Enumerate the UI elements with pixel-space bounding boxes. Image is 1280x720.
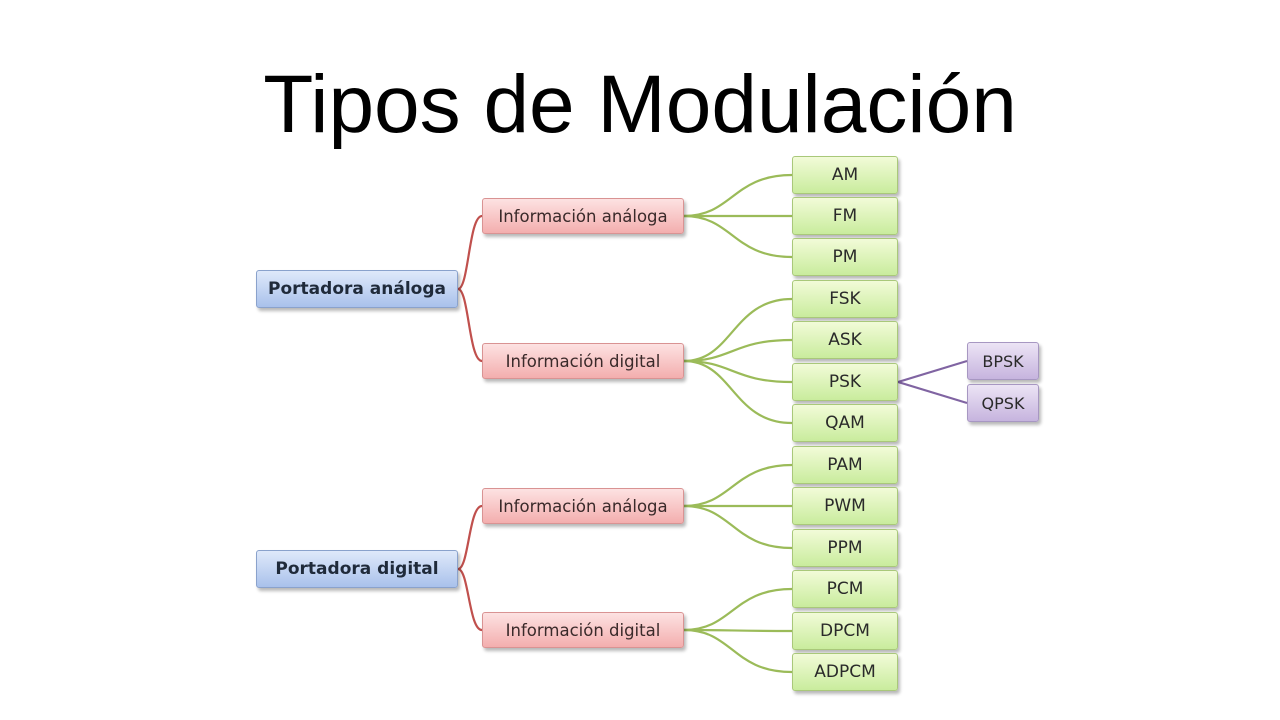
leaf-qpsk: QPSK <box>967 384 1039 422</box>
leaf-bpsk: BPSK <box>967 342 1039 380</box>
connector-psk-to-qpsk <box>897 380 968 405</box>
connector-mid-aa-to-leaf-2 <box>683 214 793 259</box>
node-portadora-digital: Portadora digital <box>256 550 458 588</box>
node-analoga-informacion-digital: Información digital <box>482 343 684 379</box>
connector-root-d-to-mid-dd <box>457 567 483 632</box>
connector-mid-da-to-leaf-9 <box>683 504 793 550</box>
connector-mid-ad-to-leaf-4 <box>683 338 793 363</box>
connector-mid-dd-to-leaf-11 <box>683 628 793 633</box>
connector-mid-dd-to-leaf-10 <box>683 587 793 632</box>
node-analoga-informacion-analoga: Información análoga <box>482 198 684 234</box>
leaf-psk: PSK <box>792 363 898 401</box>
connector-mid-dd-to-leaf-12 <box>683 628 793 674</box>
leaf-pm: PM <box>792 238 898 276</box>
leaf-pcm: PCM <box>792 570 898 608</box>
connector-psk-to-bpsk <box>897 359 968 384</box>
slide-title: Tipos de Modulación <box>263 59 1017 150</box>
leaf-ppm: PPM <box>792 529 898 567</box>
leaf-dpcm: DPCM <box>792 612 898 650</box>
connector-mid-da-to-leaf-7 <box>683 463 793 508</box>
leaf-fsk: FSK <box>792 280 898 318</box>
node-portadora-analoga: Portadora análoga <box>256 270 458 308</box>
connector-mid-aa-to-leaf-0 <box>683 173 793 218</box>
node-digital-informacion-analoga: Información análoga <box>482 488 684 524</box>
leaf-pwm: PWM <box>792 487 898 525</box>
node-digital-informacion-digital: Información digital <box>482 612 684 648</box>
leaf-fm: FM <box>792 197 898 235</box>
leaf-am: AM <box>792 156 898 194</box>
leaf-qam: QAM <box>792 404 898 442</box>
leaf-adpcm: ADPCM <box>792 653 898 691</box>
connector-root-d-to-mid-da <box>457 504 483 571</box>
leaf-ask: ASK <box>792 321 898 359</box>
connector-mid-ad-to-leaf-3 <box>683 297 793 363</box>
connector-root-a-to-mid-ad <box>457 287 483 363</box>
connector-mid-ad-to-leaf-5 <box>683 359 793 384</box>
connector-mid-ad-to-leaf-6 <box>683 359 793 425</box>
connector-root-a-to-mid-aa <box>457 214 483 291</box>
leaf-pam: PAM <box>792 446 898 484</box>
